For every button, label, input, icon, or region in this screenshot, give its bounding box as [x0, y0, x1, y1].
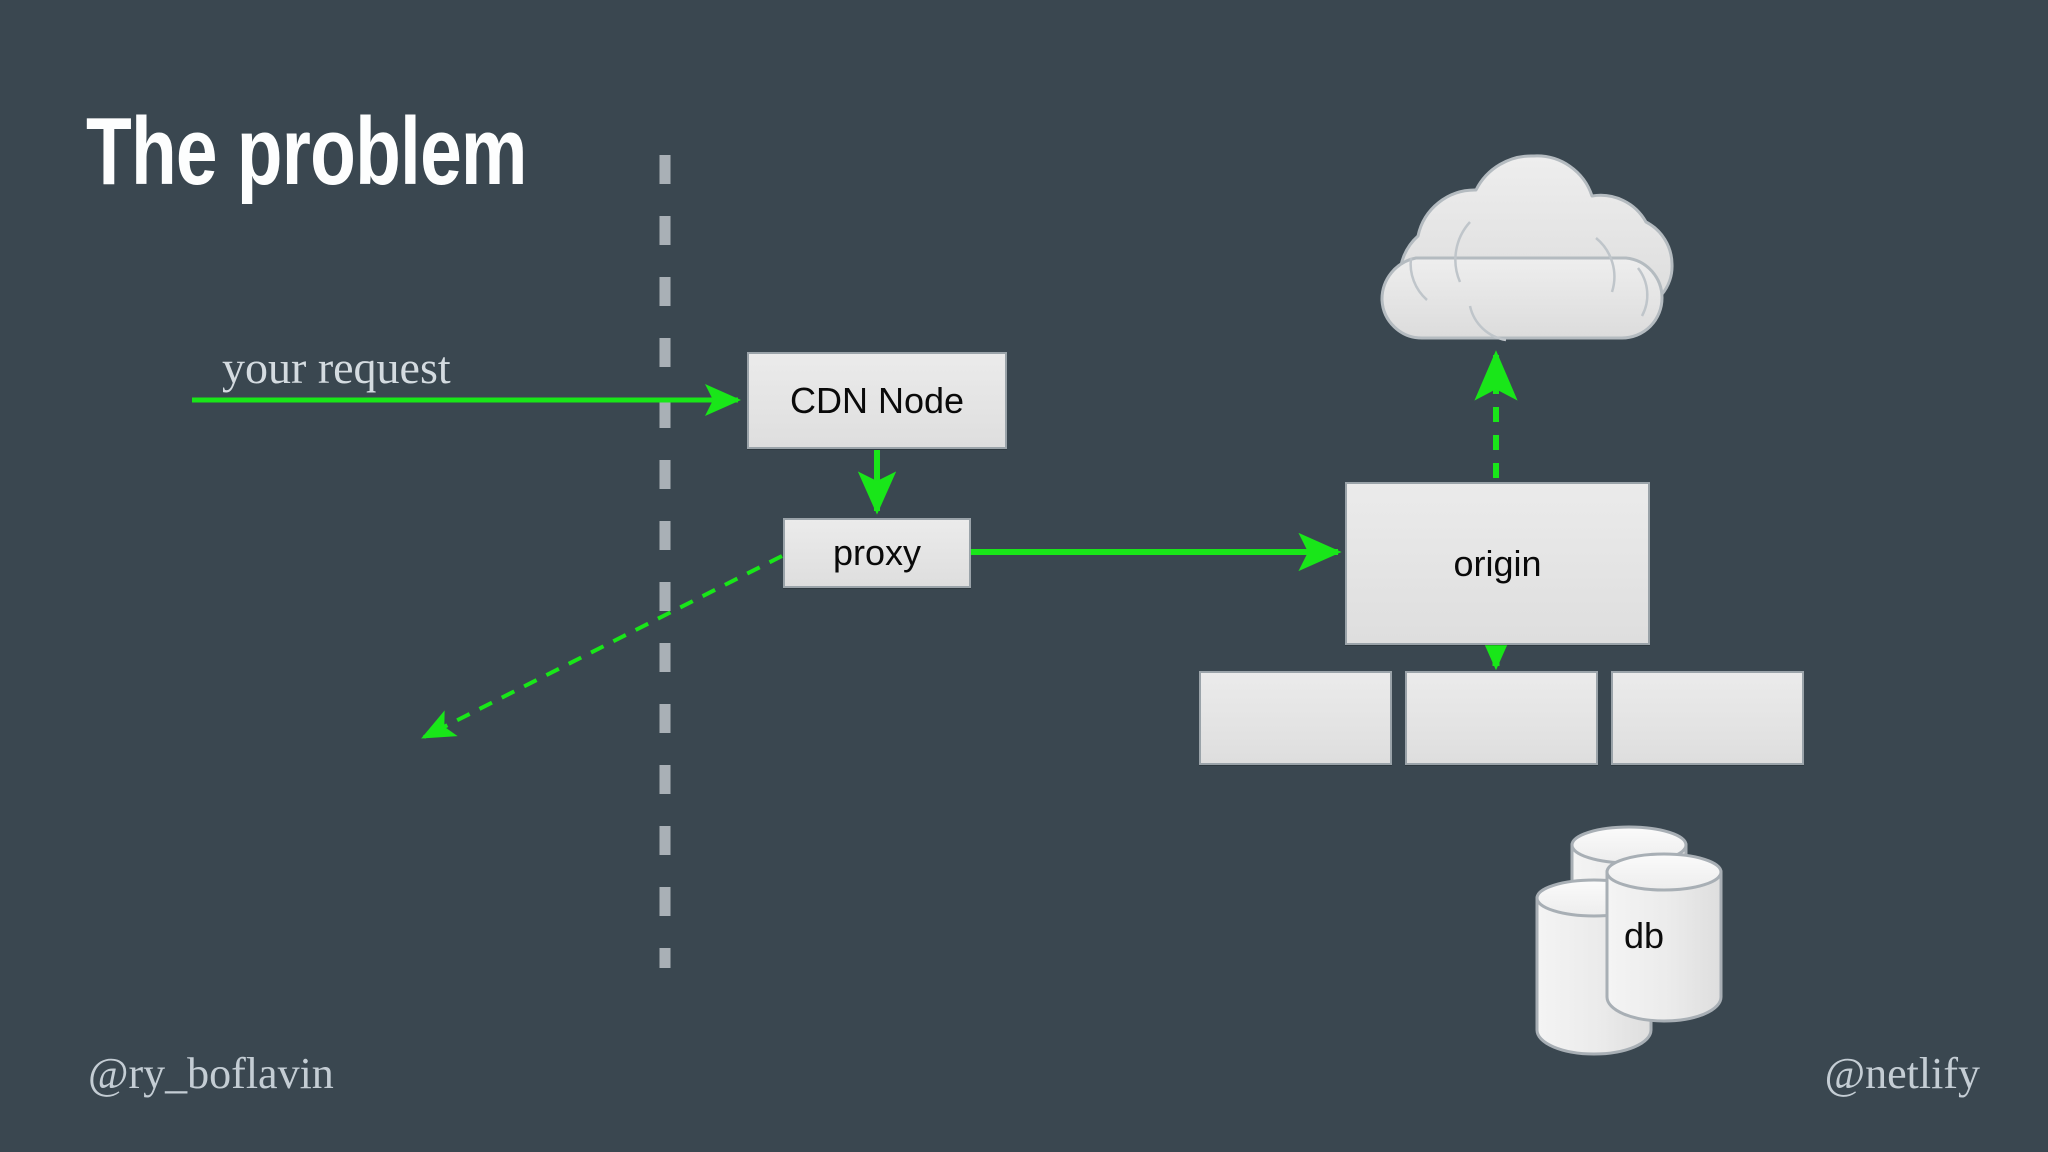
cloud-icon: [1380, 154, 1674, 342]
node-origin[interactable]: origin: [1345, 482, 1650, 645]
node-proxy-label: proxy: [832, 532, 922, 573]
node-origin-label: origin: [1453, 542, 1542, 584]
page-title: The problem: [86, 98, 528, 205]
db-cylinder-front: [1605, 852, 1723, 1023]
your-request-label: your request: [222, 342, 451, 393]
database-label: db: [1624, 915, 1665, 956]
author-handle: @ry_boflavin: [88, 1049, 334, 1098]
node-cdn-node-label: CDN Node: [789, 379, 965, 421]
database-icon: [1535, 825, 1723, 1056]
company-handle: @netlify: [1824, 1049, 1980, 1098]
edge-proxy-to-client-dashed: [421, 554, 783, 739]
node-proxy[interactable]: proxy: [783, 518, 971, 588]
node-cdn-node[interactable]: CDN Node: [747, 352, 1007, 449]
node-service-3[interactable]: [1611, 671, 1804, 765]
node-service-1[interactable]: [1199, 671, 1392, 765]
node-service-2[interactable]: [1405, 671, 1598, 765]
